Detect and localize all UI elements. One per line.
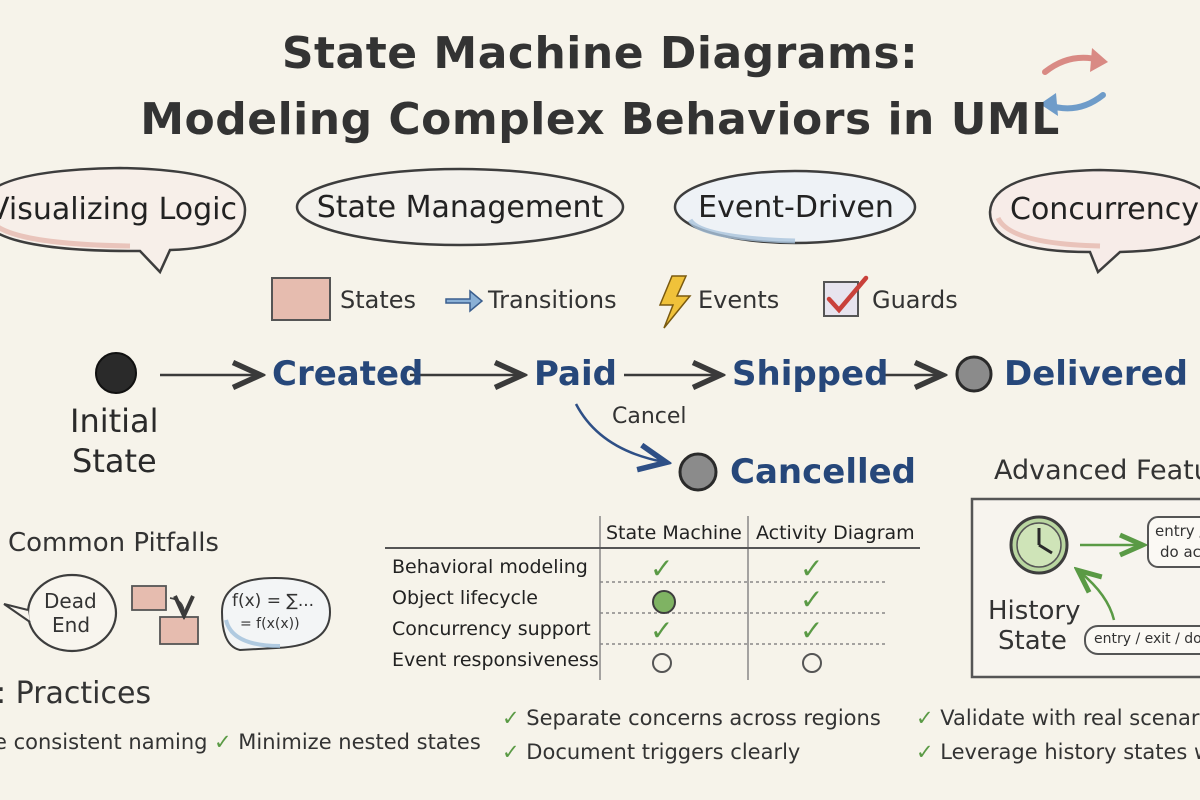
- theme-bubble-concurrency: [988, 168, 1200, 275]
- initial-state-label-1: Initial: [70, 402, 159, 440]
- checkbox-check-icon: [823, 275, 869, 317]
- practice-item: ✓ Document triggers clearly: [502, 740, 800, 764]
- legend-events: Events: [698, 286, 780, 314]
- theme-label-concurrency: Concurrency: [1010, 192, 1200, 227]
- check-icon: ✓: [650, 614, 674, 647]
- entry-exit-do-label: entry / exit / do: [1094, 631, 1200, 647]
- practice-item: ✓ Separate concerns across regions: [502, 706, 881, 730]
- final-state-node-cancelled: [678, 452, 718, 492]
- empty-circle-icon: [802, 653, 822, 673]
- practice-text: Separate concerns across regions: [526, 706, 881, 730]
- initial-state-label-2: State: [72, 442, 157, 480]
- entry-action-box: [1147, 516, 1200, 568]
- entry-action-line-2: do ac: [1160, 543, 1200, 561]
- entry-action-line-1: entry /: [1155, 522, 1200, 540]
- entry-exit-do-box: [1084, 625, 1200, 655]
- check-icon: ✓: [502, 706, 520, 730]
- clock-icon: [1009, 515, 1069, 575]
- page-title-line-1: State Machine Diagrams:: [281, 28, 919, 79]
- state-legend-icon: [271, 277, 331, 321]
- legend-transitions: Transitions: [488, 286, 617, 314]
- theme-label-visualizing-logic: Visualizing Logic: [0, 192, 237, 227]
- practice-item: ✓ Validate with real scenaric: [916, 706, 1200, 730]
- check-icon: ✓: [916, 740, 934, 764]
- formula-line-2: = f(x(x)): [240, 616, 300, 632]
- check-icon: ✓: [650, 552, 674, 585]
- page-title-line-2: Modeling Complex Behaviors in UML: [140, 94, 1060, 145]
- comparison-header-state-machine: State Machine: [606, 522, 742, 544]
- history-state-label-2: State: [998, 626, 1067, 656]
- comparison-row-label: Object lifecycle: [392, 587, 538, 609]
- state-delivered: Delivered: [1004, 354, 1188, 394]
- state-created: Created: [272, 354, 424, 394]
- dead-end-bubble: [3, 573, 118, 653]
- comparison-header-activity-diagram: Activity Diagram: [756, 522, 915, 544]
- state-cancelled: Cancelled: [730, 452, 917, 492]
- check-icon: ✓: [800, 614, 824, 647]
- practice-text: Validate with real scenaric: [940, 706, 1200, 730]
- practice-text: Minimize nested states: [238, 730, 481, 754]
- state-paid: Paid: [534, 354, 617, 394]
- check-icon: ✓: [502, 740, 520, 764]
- practice-item: ✓ Minimize nested states: [214, 730, 481, 754]
- legend-states: States: [340, 286, 417, 314]
- check-icon: ✓: [214, 730, 232, 754]
- cancel-event-label: Cancel: [612, 404, 687, 429]
- formula-line-1: f(x) = ∑...: [232, 591, 315, 611]
- practice-text: e consistent naming: [0, 730, 208, 754]
- pitfalls-heading: Common Pitfalls: [8, 528, 219, 558]
- comparison-table-grid: [385, 516, 920, 680]
- filled-circle-icon: [652, 590, 676, 614]
- empty-circle-icon: [652, 653, 672, 673]
- check-icon: ✓: [800, 552, 824, 585]
- practice-item: e consistent naming: [0, 730, 208, 754]
- comparison-row-label: Concurrency support: [392, 618, 591, 640]
- dead-end-label-2: End: [52, 613, 91, 637]
- theme-label-event-driven: Event-Driven: [698, 190, 894, 225]
- dead-end-label-1: Dead: [44, 589, 97, 613]
- practice-text: Leverage history states wi: [940, 740, 1200, 764]
- practices-heading: : Practices: [0, 676, 152, 711]
- practice-text: Document triggers clearly: [526, 740, 801, 764]
- advanced-features-heading: Advanced Featu: [994, 455, 1200, 486]
- nested-states-icon: [131, 585, 199, 645]
- theme-label-state-management: State Management: [316, 190, 604, 225]
- lightning-icon: [658, 275, 692, 329]
- history-state-label-1: History: [988, 596, 1081, 626]
- theme-bubble-visualizing-logic: [0, 166, 247, 275]
- theme-bubble-state-management: [295, 167, 625, 247]
- transition-arrow-icon: [445, 289, 484, 313]
- cycle-icon: [1040, 48, 1108, 116]
- legend-guards: Guards: [872, 286, 958, 314]
- theme-bubble-event-driven: [673, 169, 917, 245]
- check-icon: ✓: [916, 706, 934, 730]
- final-state-node-delivered: [955, 355, 993, 393]
- state-shipped: Shipped: [732, 354, 889, 394]
- comparison-row-label: Behavioral modeling: [392, 556, 588, 578]
- practice-item: ✓ Leverage history states wi: [916, 740, 1200, 764]
- formula-bubble: [220, 576, 332, 652]
- check-icon: ✓: [800, 583, 824, 616]
- initial-state-node: [95, 352, 137, 394]
- comparison-row-label: Event responsiveness: [392, 649, 599, 671]
